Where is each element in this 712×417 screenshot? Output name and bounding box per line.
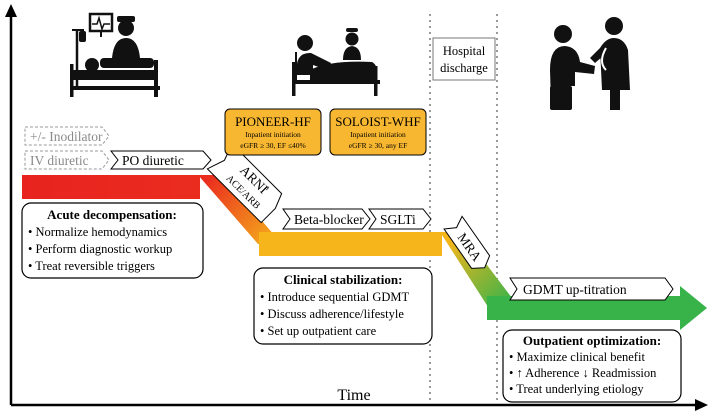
- acute-title: Acute decompensation:: [47, 207, 177, 222]
- trajectory-acute-segment: [22, 175, 200, 199]
- iv-diuretic-label: IV diuretic: [30, 153, 89, 168]
- acute-item: • Perform diagnostic workup: [28, 242, 172, 256]
- y-axis-arrowhead: [5, 4, 17, 17]
- trial-pioneer-line2: eGFR ≥ 30, EF ≤40%: [240, 141, 306, 150]
- axes: Time: [5, 4, 708, 411]
- trajectory-descent-1: [198, 175, 282, 244]
- trial-soloist-name: SOLOIST-WHF: [335, 114, 420, 129]
- trial-boxes: PIONEER-HF Inpatient initiation eGFR ≥ 3…: [224, 108, 427, 156]
- sglti-label: SGLTi: [380, 212, 416, 227]
- phase-stabilization-box: Clinical stabilization: • Introduce sequ…: [253, 267, 433, 345]
- outpatient-item: • Treat underlying etiology: [509, 382, 644, 396]
- trial-pioneer-name: PIONEER-HF: [235, 114, 311, 129]
- phase-acute-box: Acute decompensation: • Normalize hemody…: [21, 202, 204, 279]
- trajectory-descent-2: [440, 232, 512, 310]
- outpatient-item: • Maximize clinical benefit: [509, 350, 645, 364]
- beta-blocker-label: Beta-blocker: [294, 212, 364, 227]
- beta-blocker-chevron: [282, 208, 371, 230]
- discharge-label-line1: Hospital: [443, 44, 486, 58]
- inodilator-label: +/- Inodilator: [30, 129, 103, 144]
- acute-item: • Treat reversible triggers: [28, 259, 155, 273]
- inodilator-chevron: [24, 126, 110, 146]
- trial-box-pioneer: [224, 108, 322, 156]
- outpatient-visit-icon: [550, 17, 630, 110]
- gdmt-uptitration-label: GDMT up-titration: [523, 282, 627, 297]
- trial-pioneer-line1: Inpatient initiation: [245, 130, 301, 139]
- trial-soloist-line2: eGFR ≥ 30, any EF: [349, 141, 408, 150]
- time-label: Time: [337, 387, 370, 404]
- hospital-bed-patient-icon: [292, 28, 380, 96]
- stabilization-title: Clinical stabilization:: [284, 272, 403, 287]
- icu-patient-icon: [70, 12, 160, 97]
- discharge-label-line2: discharge: [440, 61, 488, 75]
- phase-outpatient-box: Outpatient optimization: • Maximize clin…: [502, 329, 682, 403]
- gdmt-uptitration-chevron: [509, 277, 674, 301]
- acute-item: • Normalize hemodynamics: [28, 225, 167, 239]
- mra-chevron: MRA: [443, 215, 491, 269]
- x-axis-arrowhead: [695, 399, 708, 411]
- sglti-chevron: [368, 208, 432, 230]
- iv-diuretic-chevron: [24, 150, 110, 170]
- po-diuretic-chevron: [109, 150, 212, 170]
- stabilization-item: • Set up outpatient care: [260, 324, 377, 338]
- trial-soloist-line1: Inpatient initiation: [350, 130, 406, 139]
- stabilization-item: • Discuss adherence/lifestyle: [260, 307, 404, 321]
- outpatient-title: Outpatient optimization:: [523, 333, 661, 348]
- discharge-label-box: [432, 37, 496, 81]
- trajectory-stabilization-segment: [259, 232, 442, 256]
- trial-box-soloist: [329, 108, 427, 156]
- outpatient-item: • ↑ Adherence ↓ Readmission: [509, 366, 657, 380]
- stabilization-item: • Introduce sequential GDMT: [260, 290, 409, 304]
- hospital-discharge-marker: Hospital discharge: [429, 14, 498, 400]
- arni-superscript: a: [263, 183, 272, 192]
- po-diuretic-label: PO diuretic: [122, 153, 184, 168]
- therapy-labels: +/- Inodilator IV diuretic PO diuretic A…: [24, 126, 674, 301]
